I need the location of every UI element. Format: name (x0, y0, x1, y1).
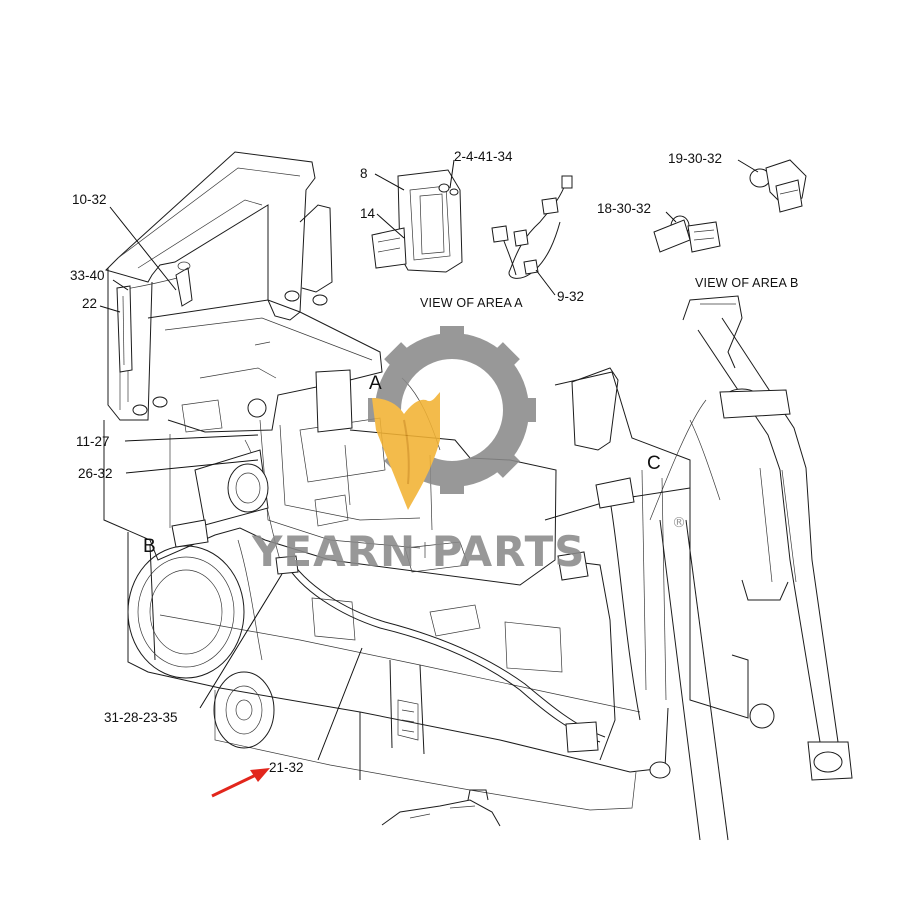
callout-11-27: 11-27 (76, 434, 110, 449)
view-label-area-b: VIEW OF AREA B (695, 276, 799, 290)
area-marker-c: C (647, 453, 661, 474)
callout-33-40: 33-40 (70, 268, 105, 283)
area-marker-a: A (369, 373, 382, 394)
callout-labels: 10-32 33-40 22 11-27 26-32 31-28-23-35 2… (70, 149, 722, 775)
view-labels: VIEW OF AREA A VIEW OF AREA B (420, 276, 799, 310)
callout-31-28-23-35: 31-28-23-35 (104, 710, 178, 725)
callout-22: 22 (82, 296, 97, 311)
callout-19-30-32: 19-30-32 (668, 151, 722, 166)
view-label-area-a: VIEW OF AREA A (420, 296, 523, 310)
registered-mark: ® (672, 515, 686, 531)
view-area-b (653, 159, 807, 253)
callout-21-32: 21-32 (269, 760, 304, 775)
callout-9-32: 9-32 (557, 289, 584, 304)
red-arrow-icon (211, 768, 270, 798)
watermark: YEARN PARTS ® (251, 326, 686, 576)
callout-18-30-32: 18-30-32 (597, 201, 651, 216)
flame-logo-icon (372, 392, 440, 510)
watermark-text: YEARN PARTS (251, 527, 586, 576)
leader-lines (99, 159, 759, 761)
area-marker-b: B (143, 536, 156, 557)
view-area-a (371, 169, 573, 279)
callout-26-32: 26-32 (78, 466, 113, 481)
callout-8: 8 (360, 166, 368, 181)
frame-components (116, 261, 791, 779)
callout-2-4-41-34: 2-4-41-34 (454, 149, 513, 164)
callout-14: 14 (360, 206, 376, 221)
area-markers: A B C (143, 373, 661, 557)
callout-10-32: 10-32 (72, 192, 107, 207)
